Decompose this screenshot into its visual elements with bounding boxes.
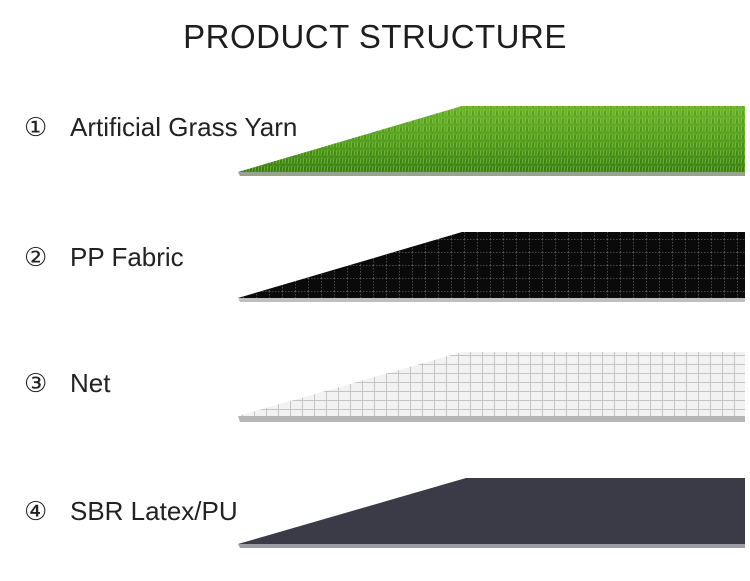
- layer-number: ②: [24, 242, 48, 272]
- layer-name: Artificial Grass Yarn: [70, 112, 298, 142]
- layer-name: PP Fabric: [70, 242, 184, 272]
- layer-label-grass-yarn: ① Artificial Grass Yarn: [24, 112, 297, 143]
- layer-name: SBR Latex/PU: [70, 496, 238, 526]
- sbr-latex-layer-image: [238, 478, 745, 548]
- layer-number: ①: [24, 112, 48, 142]
- net-layer-image: [238, 352, 745, 422]
- grass-yarn-layer-image: [238, 106, 745, 176]
- layer-number: ③: [24, 368, 48, 398]
- layer-label-pp-fabric: ② PP Fabric: [24, 242, 184, 273]
- page-title: PRODUCT STRUCTURE: [183, 18, 567, 55]
- layer-label-sbr-latex-pu: ④ SBR Latex/PU: [24, 496, 238, 527]
- layer-name: Net: [70, 368, 111, 398]
- layer-number: ④: [24, 496, 48, 526]
- layer-label-net: ③ Net: [24, 368, 110, 399]
- pp-fabric-layer-image: [238, 232, 745, 302]
